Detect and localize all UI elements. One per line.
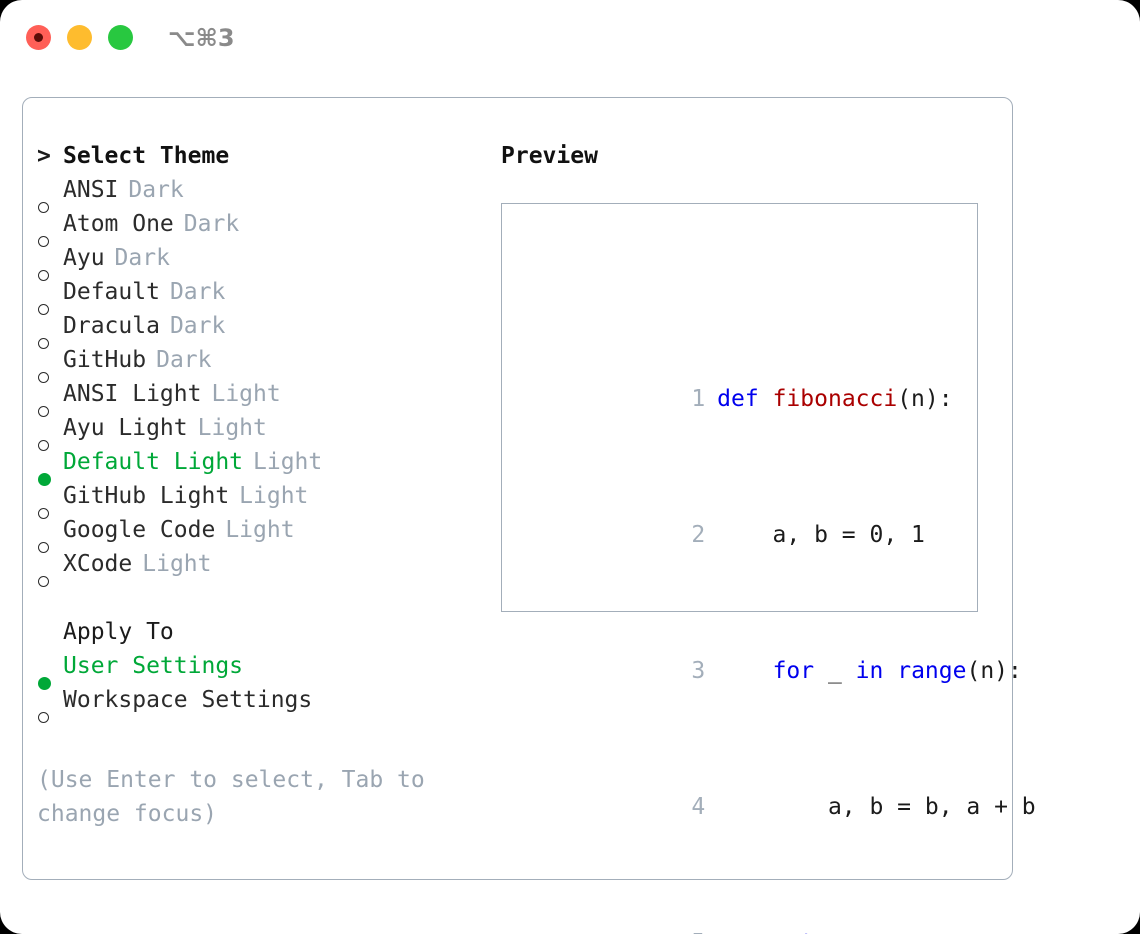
code-token [717, 658, 772, 684]
code-token: _ [814, 658, 856, 684]
close-button-icon[interactable] [26, 25, 51, 50]
apply-to-option-label: Workspace Settings [63, 687, 313, 713]
theme-variant-tag: Dark [128, 177, 184, 203]
code-token: a [856, 930, 884, 934]
theme-variant-tag: Dark [156, 347, 212, 373]
code-token: a, b = 0, 1 [717, 522, 925, 548]
theme-name: ANSI Light [63, 381, 202, 407]
code-token: a, b = b, a + b [717, 794, 1036, 820]
theme-name: ANSI [63, 177, 119, 203]
theme-option-google-code[interactable]: Google Code Light [37, 513, 477, 553]
theme-variant-tag: Light [211, 381, 281, 407]
code-token [883, 658, 897, 684]
theme-name: Default Light [63, 449, 244, 475]
line-number: 3 [691, 658, 706, 684]
window-title: ⌥⌘3 [168, 24, 235, 52]
theme-name: Google Code [63, 517, 216, 543]
apply-to-header: o Apply To [37, 615, 477, 649]
line-number: 2 [691, 522, 706, 548]
caret-icon: > [37, 143, 51, 169]
theme-variant-tag: Dark [183, 211, 240, 237]
theme-name: GitHub Light [63, 483, 230, 509]
theme-option-ansi-light[interactable]: ANSI Light Light [37, 377, 477, 417]
line-number: 5 [679, 926, 705, 934]
preview-column: Preview [501, 139, 1001, 173]
code-line: 1 def fibonacci(n): [513, 348, 1063, 412]
code-token: return [773, 930, 856, 934]
code-line: 5 return a [513, 892, 1063, 934]
code-line: 4 a, b = b, a + b [513, 756, 1063, 820]
theme-picker-column: > Select Theme ANSI Dark Atom One Dark A… [37, 139, 477, 723]
theme-variant-tag: Light [197, 415, 267, 441]
code-token: in [855, 658, 884, 684]
theme-option-ayu-dark[interactable]: Ayu Dark [37, 241, 477, 281]
theme-option-default-light[interactable]: Default Light Light [37, 445, 477, 486]
line-number: 1 [691, 386, 706, 412]
code-token: range [897, 658, 967, 684]
code-token: def [717, 386, 759, 412]
theme-variant-tag: Light [225, 517, 295, 543]
main-panel: > Select Theme ANSI Dark Atom One Dark A… [22, 97, 1036, 934]
theme-name: Dracula [63, 313, 160, 339]
theme-option-github-dark[interactable]: GitHub Dark [37, 343, 477, 383]
theme-variant-tag: Light [239, 483, 309, 509]
keyboard-hint-text: (Use Enter to select, Tab to change focu… [37, 767, 425, 827]
code-token: fibonacci [772, 386, 898, 412]
theme-option-github-light[interactable]: GitHub Light Light [37, 479, 477, 519]
theme-variant-tag: Dark [169, 279, 226, 305]
line-number: 4 [691, 794, 706, 820]
apply-to-option-label: User Settings [63, 653, 244, 679]
theme-option-atom-one-dark[interactable]: Atom One Dark [37, 207, 477, 247]
code-token: (n): [897, 386, 953, 412]
maximize-button-icon[interactable] [108, 25, 133, 50]
theme-variant-tag: Dark [114, 245, 170, 271]
theme-variant-tag: Light [253, 449, 323, 475]
apply-to-option-workspace-settings[interactable]: Workspace Settings [37, 683, 477, 723]
list-gap-divider [37, 581, 477, 615]
theme-name: XCode [63, 551, 133, 577]
theme-option-default-dark[interactable]: Default Dark [37, 275, 477, 315]
theme-name: GitHub [63, 347, 147, 373]
minimize-button-icon[interactable] [67, 25, 92, 50]
code-line: 2 a, b = 0, 1 [513, 484, 1063, 548]
theme-option-ansi-dark[interactable]: ANSI Dark [37, 173, 477, 213]
theme-name: Atom One [63, 211, 174, 237]
theme-option-ayu-light[interactable]: Ayu Light Light [37, 411, 477, 451]
select-theme-header: > Select Theme [37, 139, 477, 173]
code-line: 3 for _ in range(n): [513, 620, 1063, 684]
theme-name: Default [63, 279, 160, 305]
select-theme-label: Select Theme [63, 143, 230, 169]
window-controls [26, 25, 133, 50]
code-token: for [772, 658, 815, 684]
theme-name: Ayu [63, 245, 105, 271]
code-token [759, 386, 773, 412]
code-token [717, 930, 772, 934]
preview-title: Preview [501, 143, 598, 169]
theme-name: Ayu Light [63, 415, 188, 441]
theme-option-xcode[interactable]: XCode Light [37, 547, 477, 587]
theme-variant-tag: Light [142, 551, 212, 577]
theme-variant-tag: Dark [169, 313, 226, 339]
code-token: (n): [966, 658, 1022, 684]
apply-to-option-user-settings[interactable]: User Settings [37, 649, 477, 690]
theme-option-dracula-dark[interactable]: Dracula Dark [37, 309, 477, 349]
apply-to-indent: o [37, 615, 63, 649]
title-bar: ⌥⌘3 [0, 0, 1140, 78]
apply-to-label: Apply To [63, 619, 174, 645]
